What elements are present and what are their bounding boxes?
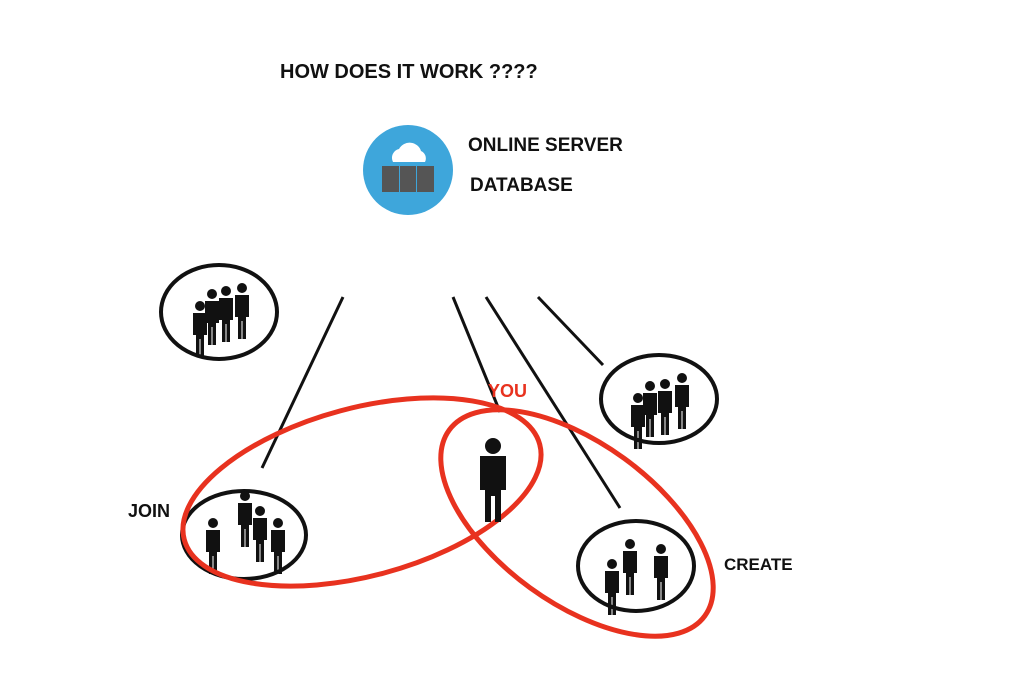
line-you <box>451 296 502 413</box>
join-label: JOIN <box>128 501 170 521</box>
group-circle-create <box>576 519 696 613</box>
join-ellipse <box>180 395 544 589</box>
server-label: ONLINE SERVER <box>468 135 623 156</box>
cloud-server-icon <box>363 125 453 215</box>
title: HOW DOES IT WORK ???? <box>280 61 538 83</box>
database-label: DATABASE <box>470 175 573 196</box>
you-person-icon <box>480 438 506 522</box>
create-ellipse <box>438 407 716 639</box>
you-label: YOU <box>488 381 527 401</box>
group-circle-right <box>599 353 719 445</box>
line-group-right <box>536 295 605 367</box>
create-label: CREATE <box>724 555 793 574</box>
group-circle-top-left <box>159 263 279 361</box>
connection-lines <box>260 295 622 509</box>
line-create <box>484 296 622 509</box>
line-join <box>260 296 345 469</box>
